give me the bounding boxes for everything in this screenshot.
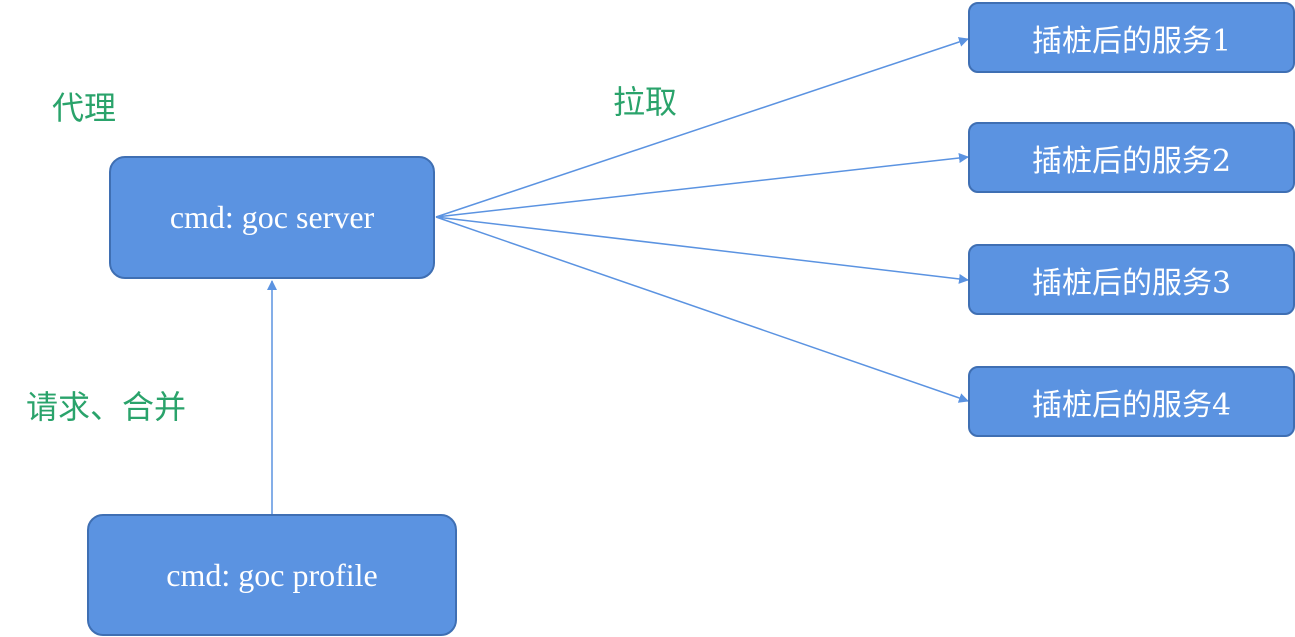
node-service-2[interactable]: 插桩后的服务2: [968, 122, 1295, 193]
node-service-1[interactable]: 插桩后的服务1: [968, 2, 1295, 73]
edge-server-to-service-4: [435, 216, 969, 403]
node-service-4[interactable]: 插桩后的服务4: [968, 366, 1295, 437]
edge-server-to-service-2: [435, 153, 969, 218]
label-request-merge: 请求、合并: [26, 388, 187, 426]
label-proxy: 代理: [52, 89, 117, 127]
edge-server-to-service-1: [435, 37, 969, 218]
edge-server-to-service-3: [435, 216, 969, 284]
node-goc-profile[interactable]: cmd: goc profile: [87, 514, 457, 636]
node-service-3[interactable]: 插桩后的服务3: [968, 244, 1295, 315]
label-pull: 拉取: [613, 83, 678, 121]
node-goc-server[interactable]: cmd: goc server: [109, 156, 435, 279]
